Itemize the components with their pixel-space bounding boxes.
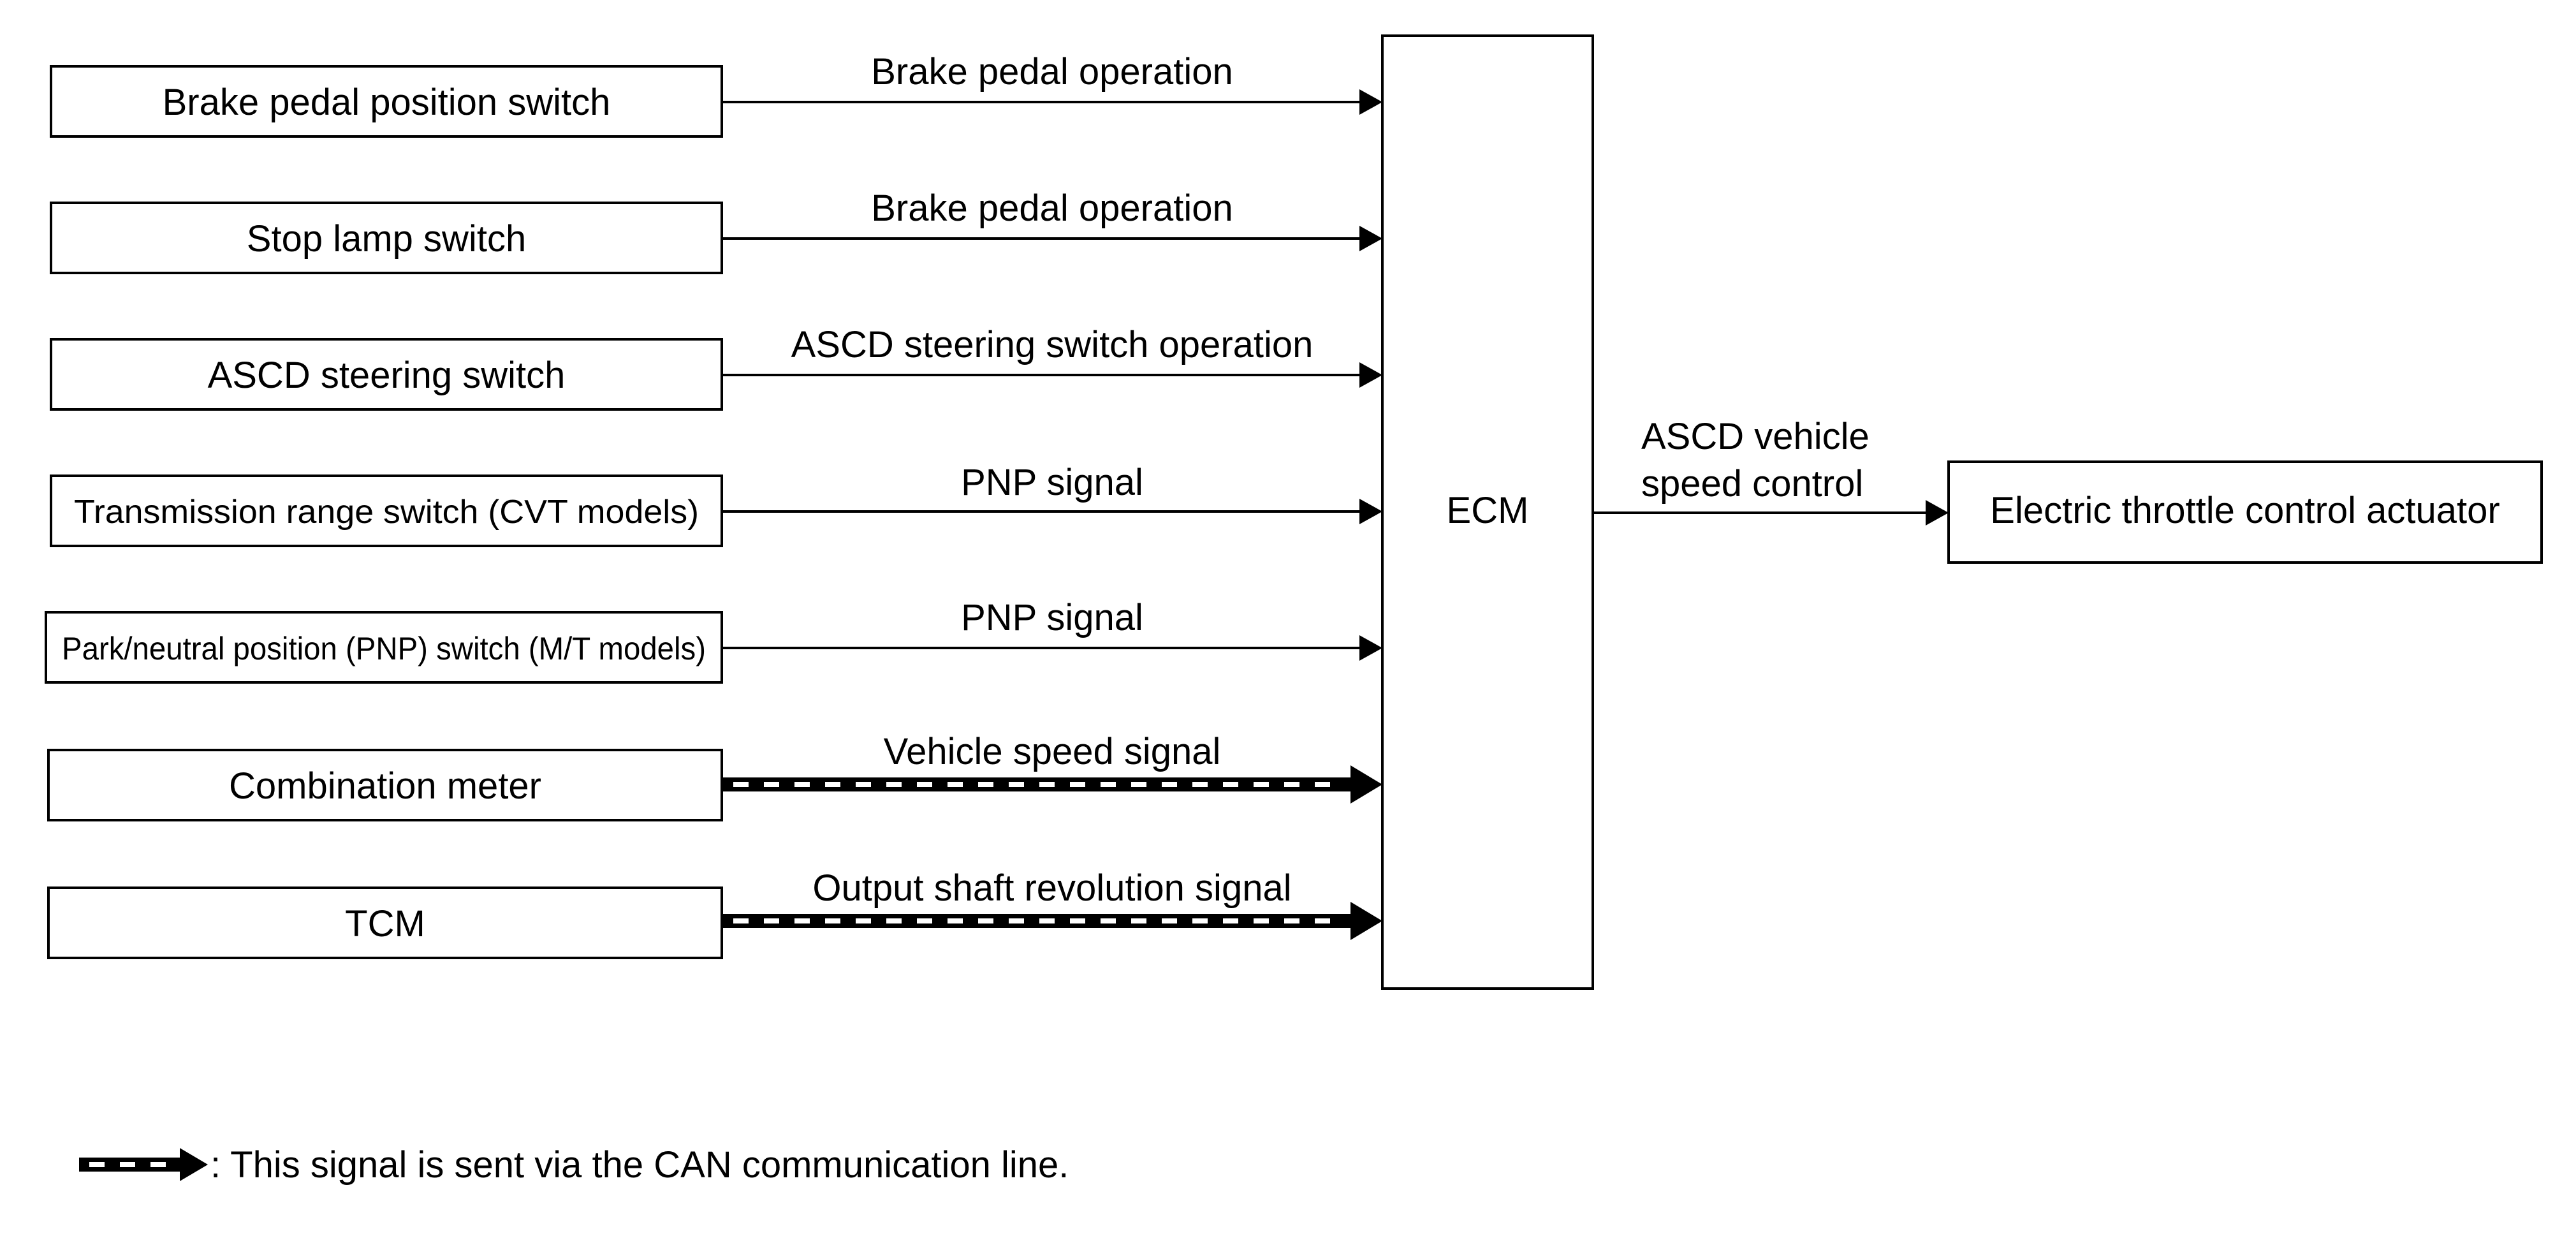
input-box-ascd-steering-switch xyxy=(50,338,723,411)
signal-label-brake-pedal-position-switch: Brake pedal operation xyxy=(871,51,1233,92)
arrowhead-pnp-switch xyxy=(1359,635,1382,661)
input-row-combination-meter: Combination meter Vehicle speed signal xyxy=(47,731,1382,821)
output-signal-label-line2: speed control xyxy=(1641,463,1863,504)
output-signal-label-line1: ASCD vehicle xyxy=(1641,416,1870,457)
can-arrowhead-tcm xyxy=(1350,902,1382,940)
arrowhead-stop-lamp-switch xyxy=(1359,226,1382,251)
signal-label-ascd-steering-switch: ASCD steering switch operation xyxy=(791,324,1314,365)
signal-label-stop-lamp-switch: Brake pedal operation xyxy=(871,188,1233,229)
input-label-pnp-switch: Park/neutral position (PNP) switch (M/T … xyxy=(62,631,706,666)
input-row-brake-pedal-position-switch: Brake pedal position switch Brake pedal … xyxy=(50,51,1382,138)
ecm-block: ECM xyxy=(1381,34,1594,990)
input-row-stop-lamp-switch: Stop lamp switch Brake pedal operation xyxy=(50,188,1382,274)
input-box-transmission-range-switch xyxy=(50,475,723,547)
ecm-label: ECM xyxy=(1447,490,1529,531)
signal-label-combination-meter: Vehicle speed signal xyxy=(884,731,1221,772)
signal-label-pnp-switch: PNP signal xyxy=(961,597,1143,638)
output-arrowhead xyxy=(1926,500,1949,526)
input-label-stop-lamp-switch: Stop lamp switch xyxy=(247,218,526,260)
input-box-stop-lamp-switch xyxy=(50,202,723,274)
arrowhead-brake-pedal-position-switch xyxy=(1359,89,1382,115)
signal-label-transmission-range-switch: PNP signal xyxy=(961,462,1143,503)
legend-text: : This signal is sent via the CAN commun… xyxy=(210,1144,1069,1186)
legend: : This signal is sent via the CAN commun… xyxy=(79,1144,1069,1186)
input-label-tcm: TCM xyxy=(345,903,425,945)
arrowhead-ascd-steering-switch xyxy=(1359,362,1382,388)
input-box-brake-pedal-position-switch xyxy=(50,65,723,138)
input-row-pnp-switch: Park/neutral position (PNP) switch (M/T … xyxy=(45,597,1382,684)
output-row: ASCD vehicle speed control Electric thro… xyxy=(1593,416,2543,564)
input-label-combination-meter: Combination meter xyxy=(229,765,541,807)
input-label-transmission-range-switch: Transmission range switch (CVT models) xyxy=(74,494,699,531)
input-row-ascd-steering-switch: ASCD steering switch ASCD steering switc… xyxy=(50,324,1382,411)
arrowhead-transmission-range-switch xyxy=(1359,499,1382,524)
ecm-box xyxy=(1381,34,1594,990)
output-label-electric-throttle-control-actuator: Electric throttle control actuator xyxy=(1990,490,2499,531)
signal-label-tcm: Output shaft revolution signal xyxy=(812,867,1291,909)
input-row-transmission-range-switch: Transmission range switch (CVT models) P… xyxy=(50,462,1382,547)
legend-arrowhead xyxy=(180,1148,208,1181)
input-label-brake-pedal-position-switch: Brake pedal position switch xyxy=(163,82,611,123)
input-box-tcm xyxy=(47,887,723,959)
output-box-electric-throttle-control-actuator xyxy=(1947,460,2543,564)
input-row-tcm: TCM Output shaft revolution signal xyxy=(47,867,1382,959)
can-arrowhead-combination-meter xyxy=(1350,765,1382,804)
input-label-ascd-steering-switch: ASCD steering switch xyxy=(208,355,566,396)
